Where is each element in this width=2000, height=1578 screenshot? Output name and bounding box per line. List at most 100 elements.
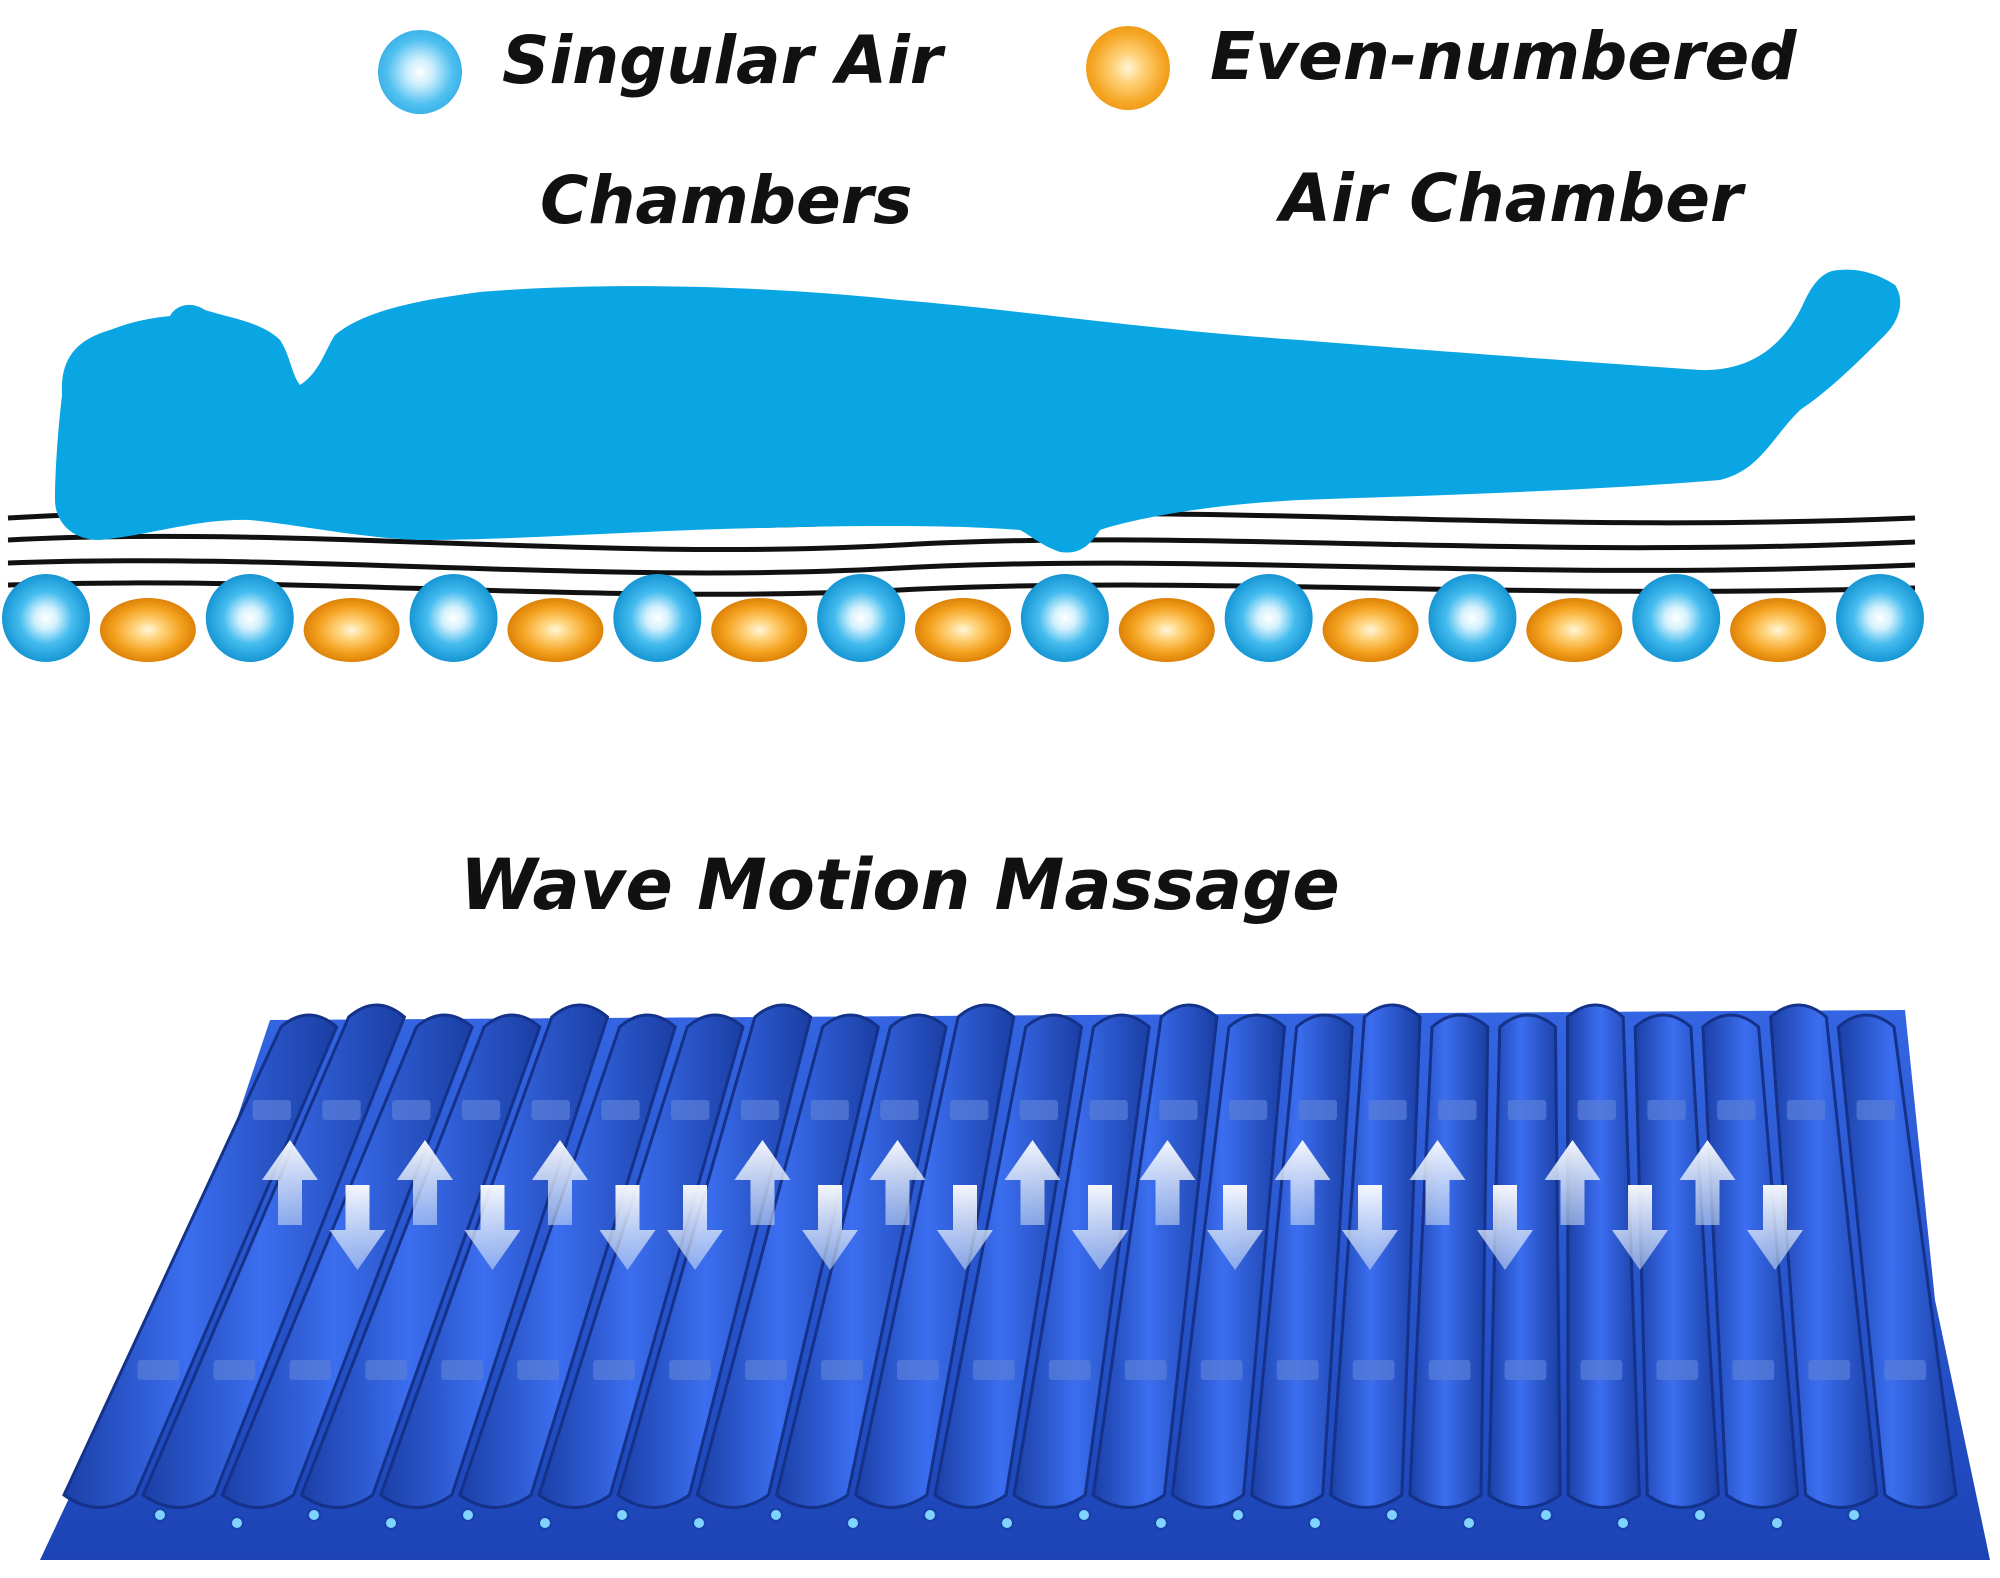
mattress-strap bbox=[1786, 1100, 1826, 1120]
air-valve bbox=[1539, 1508, 1553, 1522]
arrow-down-icon bbox=[1072, 1185, 1128, 1270]
mattress-strap bbox=[1124, 1360, 1167, 1380]
mattress-tube bbox=[695, 1013, 881, 1509]
mattress-strap bbox=[517, 1360, 560, 1380]
air-valve bbox=[384, 1516, 398, 1530]
mattress-valves bbox=[153, 1508, 1861, 1530]
air-valve bbox=[1154, 1516, 1168, 1530]
mattress-strap bbox=[740, 1100, 780, 1120]
even-air-chamber bbox=[507, 598, 604, 662]
mattress-strap bbox=[1438, 1100, 1477, 1120]
singular-air-chamber bbox=[1836, 574, 1924, 662]
air-valve bbox=[1462, 1516, 1476, 1530]
air-chambers-row bbox=[2, 574, 1924, 662]
singular-air-chamber bbox=[205, 574, 294, 662]
air-valve bbox=[1616, 1516, 1630, 1530]
air-valve bbox=[153, 1508, 167, 1522]
even-air-chamber bbox=[1118, 598, 1215, 662]
mattress-strap bbox=[365, 1360, 408, 1380]
mattress-strap bbox=[1048, 1360, 1091, 1380]
mattress-strap bbox=[1808, 1360, 1851, 1380]
wave-motion-arrows bbox=[262, 1140, 1803, 1270]
arrow-up-icon bbox=[1139, 1140, 1196, 1225]
air-valve bbox=[1770, 1516, 1784, 1530]
even-air-chamber bbox=[99, 598, 196, 662]
mattress-strap bbox=[1577, 1100, 1616, 1120]
mattress-strap bbox=[213, 1360, 256, 1380]
air-valve bbox=[1693, 1508, 1707, 1522]
mattress-tube bbox=[616, 1003, 813, 1509]
mattress-strap bbox=[1159, 1100, 1198, 1120]
arrow-up-icon bbox=[532, 1140, 588, 1225]
mattress-strap bbox=[322, 1100, 361, 1120]
air-valve bbox=[769, 1508, 783, 1522]
mattress-strap bbox=[1368, 1100, 1407, 1120]
mattress-tube bbox=[1633, 1013, 1721, 1509]
arrow-down-icon bbox=[464, 1185, 521, 1270]
air-valve bbox=[538, 1516, 552, 1530]
arrow-up-icon bbox=[262, 1140, 318, 1225]
arrow-up-icon bbox=[869, 1140, 926, 1225]
mattress-strap bbox=[880, 1100, 919, 1120]
air-valve bbox=[1000, 1516, 1014, 1530]
singular-air-chamber bbox=[817, 574, 906, 662]
mattress-strap bbox=[1089, 1100, 1128, 1120]
arrow-up-icon bbox=[1544, 1140, 1601, 1225]
mattress-strap bbox=[671, 1100, 710, 1120]
mattress-strap bbox=[949, 1100, 989, 1120]
mattress-tube bbox=[1836, 1013, 1958, 1509]
mattress-strap bbox=[1656, 1360, 1699, 1380]
mattress-strap bbox=[1580, 1360, 1623, 1380]
singular-air-chamber bbox=[409, 574, 498, 662]
air-valve bbox=[615, 1508, 629, 1522]
singular-air-chamber bbox=[2, 574, 90, 662]
mattress-tube bbox=[933, 1013, 1084, 1509]
mattress-strap bbox=[441, 1360, 484, 1380]
mattress-strap bbox=[289, 1360, 332, 1380]
mattress-strap bbox=[1352, 1360, 1395, 1380]
arrow-up-icon bbox=[1679, 1140, 1736, 1225]
mattress-tube bbox=[1701, 1013, 1800, 1509]
even-air-chamber bbox=[1322, 598, 1419, 662]
arrow-up-icon bbox=[1274, 1140, 1331, 1225]
mattress-tube bbox=[1012, 1013, 1151, 1509]
arrow-down-icon bbox=[1477, 1185, 1533, 1270]
arrow-down-icon bbox=[667, 1185, 723, 1270]
mattress-strap bbox=[810, 1100, 849, 1120]
arrow-up-icon bbox=[397, 1140, 453, 1225]
wave-motion-title: Wave Motion Massage bbox=[460, 844, 1340, 926]
mattress-strap bbox=[1504, 1360, 1547, 1380]
even-air-chamber bbox=[711, 598, 808, 662]
mattress-tube bbox=[458, 1013, 677, 1509]
mattress-tube bbox=[1565, 1003, 1641, 1509]
mattress-tube bbox=[220, 1013, 474, 1509]
singular-air-chamber bbox=[1632, 574, 1721, 662]
mattress-tube bbox=[1249, 1013, 1354, 1509]
mattress-strap bbox=[972, 1360, 1015, 1380]
mattress-strap bbox=[137, 1360, 180, 1380]
body-silhouette bbox=[55, 269, 1901, 553]
mattress-strap bbox=[461, 1100, 501, 1120]
mattress-tube bbox=[141, 1003, 407, 1509]
mattress-tube bbox=[774, 1013, 948, 1509]
air-mattress bbox=[40, 1003, 1990, 1560]
even-air-chamber bbox=[303, 598, 400, 662]
mattress-strap bbox=[1298, 1100, 1338, 1120]
mattress-strap bbox=[896, 1360, 939, 1380]
mattress-strap bbox=[392, 1100, 431, 1120]
mattress-strap bbox=[1019, 1100, 1059, 1120]
air-valve bbox=[461, 1508, 475, 1522]
mattress-strap bbox=[821, 1360, 863, 1380]
arrow-down-icon bbox=[1612, 1185, 1668, 1270]
arrow-down-icon bbox=[802, 1185, 858, 1270]
mattress-strap bbox=[1732, 1360, 1775, 1380]
mattress-strap bbox=[531, 1100, 570, 1120]
mattress-strap bbox=[1507, 1100, 1547, 1120]
arrow-up-icon bbox=[734, 1140, 791, 1225]
mattress-strap bbox=[593, 1360, 635, 1380]
mattress-strap bbox=[669, 1360, 711, 1380]
mattress-tube bbox=[299, 1013, 542, 1509]
even-chamber-legend-line1: Even-numbered bbox=[1210, 18, 1797, 95]
mattress-strap bbox=[1884, 1360, 1927, 1380]
